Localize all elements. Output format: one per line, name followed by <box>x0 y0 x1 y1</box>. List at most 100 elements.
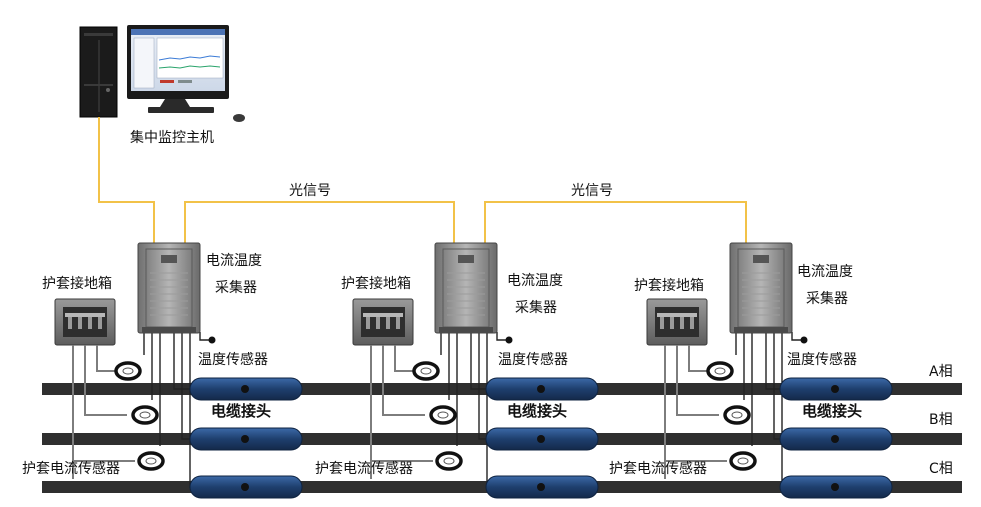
monitoring-unit <box>352 242 599 499</box>
grounding-lead <box>96 345 115 372</box>
fiber-links <box>98 117 747 243</box>
sheath-current-sensor-ring <box>412 361 440 381</box>
joint-sensor-point <box>537 483 545 491</box>
sheath-current-sensor-core <box>731 411 743 419</box>
monitoring-host-computer <box>79 25 245 122</box>
host-label: 集中监控主机 <box>130 130 214 146</box>
collector-nameplate <box>161 255 177 263</box>
grounding-terminal <box>98 317 102 329</box>
grounding-lead <box>394 345 413 372</box>
joint-sensor-point <box>241 435 249 443</box>
joint-sensor-point <box>831 385 839 393</box>
grounding-terminal <box>386 317 390 329</box>
phase-c-label: C相 <box>929 461 953 477</box>
temp-sensor-dot <box>800 336 808 344</box>
joint-sensor-point <box>537 385 545 393</box>
fiber-host-to-collector-1 <box>98 117 155 243</box>
collector-base <box>439 327 493 333</box>
collector-label-line2: 采集器 <box>806 291 848 307</box>
temp-sensor-lead <box>199 332 210 341</box>
temp-sensor-lead <box>791 332 802 341</box>
sheath-current-sensor-label: 护套电流传感器 <box>609 461 707 477</box>
temp-sensor-label: 温度传感器 <box>198 352 268 368</box>
sheath-current-sensor-core <box>443 457 455 465</box>
sheath-current-sensor-ring <box>706 361 734 381</box>
sheath-current-sensor-core <box>737 457 749 465</box>
current-temperature-collector <box>434 242 498 334</box>
grounding-lead <box>84 345 127 416</box>
grounding-lead <box>676 345 719 416</box>
current-temperature-collector <box>729 242 793 334</box>
grounding-box-label: 护套接地箱 <box>42 276 112 292</box>
sheath-current-sensor-label: 护套电流传感器 <box>22 461 120 477</box>
grounding-box-label: 护套接地箱 <box>341 276 411 292</box>
grounding-terminal <box>68 317 72 329</box>
monitoring-unit <box>54 242 303 499</box>
joint-sensor-point <box>537 435 545 443</box>
joint-sensor-point <box>241 385 249 393</box>
sheath-current-sensor-ring <box>137 451 165 471</box>
sheath-current-sensor-ring <box>723 405 751 425</box>
sheath-current-sensor-ring <box>131 405 159 425</box>
temp-sensor-label: 温度传感器 <box>498 352 568 368</box>
collector-label-line1: 电流温度 <box>797 264 853 280</box>
sheath-current-sensor-core <box>139 411 151 419</box>
temp-sensor-dot <box>208 336 216 344</box>
grounding-lead <box>382 345 425 416</box>
sheath-grounding-box <box>646 298 727 479</box>
joint-sensor-point <box>831 435 839 443</box>
sheath-current-sensor-ring <box>729 451 757 471</box>
grounding-terminal <box>680 317 684 329</box>
collector-base <box>734 327 788 333</box>
collector-nameplate <box>458 255 474 263</box>
temp-sensor-label: 温度传感器 <box>787 352 857 368</box>
sheath-current-sensor-ring <box>435 451 463 471</box>
sheath-current-sensor-core <box>714 367 726 375</box>
temp-sensor-lead <box>496 332 507 341</box>
collector-label-line1: 电流温度 <box>206 253 262 269</box>
grounding-terminal <box>88 317 92 329</box>
fiber-label-2: 光信号 <box>571 183 613 199</box>
sheath-current-sensor-label: 护套电流传感器 <box>315 461 413 477</box>
collector-label-line2: 采集器 <box>515 300 557 316</box>
cable-joint-label: 电缆接头 <box>802 402 863 420</box>
cable-joint-label: 电缆接头 <box>211 402 272 420</box>
grounding-lead <box>688 345 707 372</box>
grounding-terminal <box>376 317 380 329</box>
sheath-grounding-box <box>54 298 135 479</box>
grounding-busbar <box>363 313 403 317</box>
grounding-terminal <box>670 317 674 329</box>
monitoring-unit <box>646 242 893 499</box>
current-temperature-collector <box>137 242 201 334</box>
phase-a-label: A相 <box>929 364 953 380</box>
grounding-terminal <box>660 317 664 329</box>
collector-base <box>142 327 196 333</box>
grounding-busbar <box>657 313 697 317</box>
grounding-busbar <box>65 313 105 317</box>
joint-sensor-point <box>831 483 839 491</box>
fiber-collector-1-to-2 <box>184 201 455 243</box>
sheath-current-sensor-core <box>122 367 134 375</box>
sheath-current-sensor-ring <box>114 361 142 381</box>
grounding-box-label: 护套接地箱 <box>634 278 704 294</box>
sheath-current-sensor-core <box>437 411 449 419</box>
sheath-current-sensor-core <box>420 367 432 375</box>
pc-keyboard <box>148 107 214 113</box>
sheath-grounding-box <box>352 298 433 479</box>
joint-sensor-point <box>241 483 249 491</box>
fiber-label-1: 光信号 <box>289 183 331 199</box>
sheath-current-sensor-ring <box>429 405 457 425</box>
grounding-terminal <box>78 317 82 329</box>
collector-label-line2: 采集器 <box>215 280 257 296</box>
phase-b-label: B相 <box>929 412 953 428</box>
sheath-current-sensor-core <box>145 457 157 465</box>
temp-sensor-dot <box>505 336 513 344</box>
collector-nameplate <box>753 255 769 263</box>
grounding-terminal <box>690 317 694 329</box>
cable-joint-label: 电缆接头 <box>507 402 568 420</box>
grounding-terminal <box>366 317 370 329</box>
fiber-collector-2-to-3 <box>484 201 747 243</box>
collector-label-line1: 电流温度 <box>507 273 563 289</box>
grounding-terminal <box>396 317 400 329</box>
